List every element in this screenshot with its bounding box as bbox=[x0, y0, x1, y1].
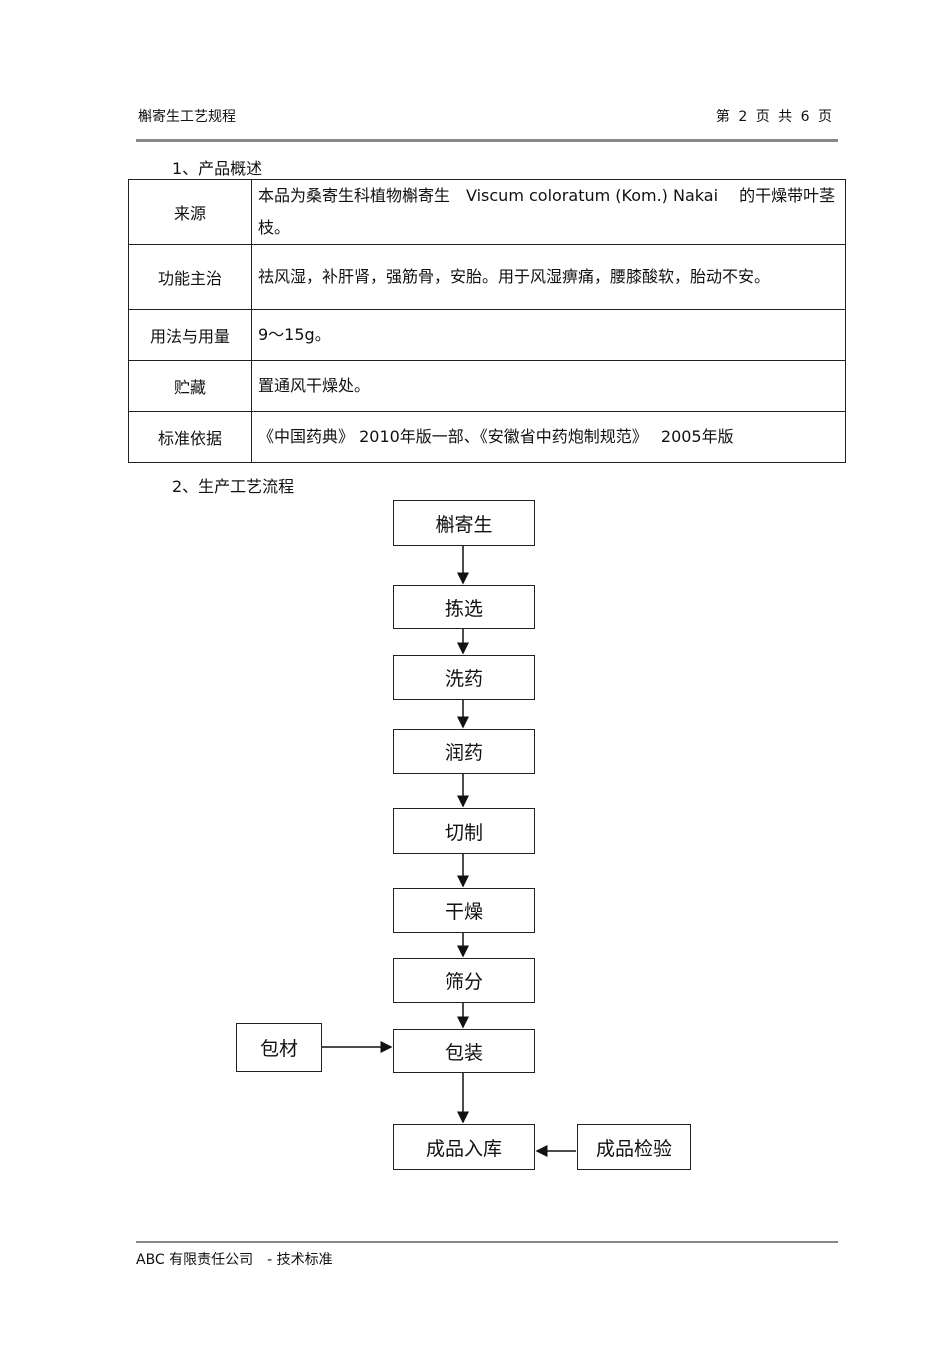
table-row: 贮藏置通风干燥处。 bbox=[128, 360, 846, 412]
section-heading-1: 1、产品概述 bbox=[172, 159, 263, 178]
flow-input-包材: 包材 bbox=[236, 1023, 322, 1072]
flow-check-成品检验: 成品检验 bbox=[577, 1124, 691, 1170]
row-label: 贮藏 bbox=[128, 360, 252, 412]
row-value: 祛风湿，补肝肾，强筋骨，安胎。用于风湿痹痛，腰膝酸软，胎动不安。 bbox=[251, 244, 846, 310]
row-label: 标准依据 bbox=[128, 411, 252, 463]
table-row: 功能主治祛风湿，补肝肾，强筋骨，安胎。用于风湿痹痛，腰膝酸软，胎动不安。 bbox=[128, 244, 846, 310]
row-label: 来源 bbox=[128, 179, 252, 245]
product-overview-table: 来源本品为桑寄生科植物槲寄生 Viscum coloratum (Kom.) N… bbox=[128, 179, 846, 463]
flow-step-干燥: 干燥 bbox=[393, 888, 535, 933]
page-info: 第 2 页 共 6 页 bbox=[715, 109, 832, 125]
row-value: 置通风干燥处。 bbox=[251, 360, 846, 412]
header-rule bbox=[136, 139, 838, 142]
flow-step-切制: 切制 bbox=[393, 808, 535, 854]
flow-step-洗药: 洗药 bbox=[393, 655, 535, 700]
header-title: 槲寄生工艺规程 bbox=[138, 109, 236, 125]
row-label: 用法与用量 bbox=[128, 309, 252, 361]
flow-step-成品入库: 成品入库 bbox=[393, 1124, 535, 1170]
row-value: 《中国药典》 2010年版一部、《安徽省中药炮制规范》 2005年版 bbox=[251, 411, 846, 463]
flow-step-润药: 润药 bbox=[393, 729, 535, 774]
flow-step-拣选: 拣选 bbox=[393, 585, 535, 629]
footer-text: ABC 有限责任公司 - 技术标准 bbox=[136, 1252, 333, 1268]
row-value: 本品为桑寄生科植物槲寄生 Viscum coloratum (Kom.) Nak… bbox=[251, 179, 846, 245]
section-heading-2: 2、生产工艺流程 bbox=[172, 477, 295, 496]
footer-rule bbox=[136, 1241, 838, 1243]
table-row: 标准依据《中国药典》 2010年版一部、《安徽省中药炮制规范》 2005年版 bbox=[128, 411, 846, 463]
flow-step-筛分: 筛分 bbox=[393, 958, 535, 1003]
table-row: 来源本品为桑寄生科植物槲寄生 Viscum coloratum (Kom.) N… bbox=[128, 179, 846, 245]
flow-step-包装: 包装 bbox=[393, 1029, 535, 1073]
flow-step-槲寄生: 槲寄生 bbox=[393, 500, 535, 546]
row-label: 功能主治 bbox=[128, 244, 252, 310]
